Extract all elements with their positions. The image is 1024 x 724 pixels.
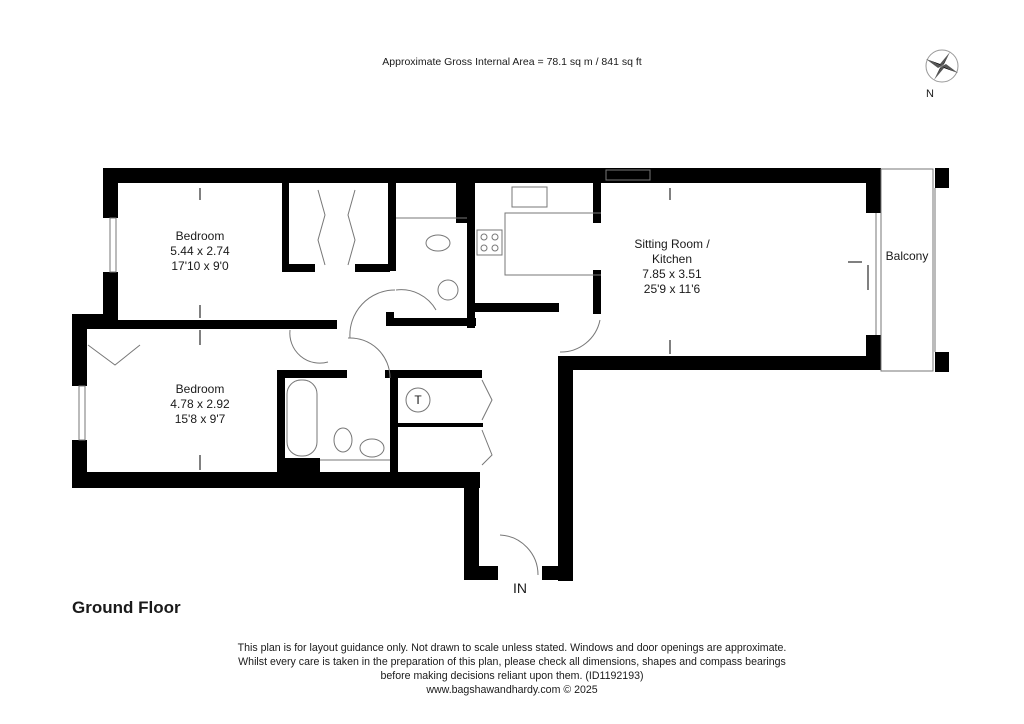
room-name-2: Kitchen [651,252,693,266]
room-metric: 7.85 x 3.51 [642,267,702,281]
room-label-bedroom-2: Bedroom 4.78 x 2.92 15'8 x 9'7 [150,382,250,427]
compass-north-label: N [926,88,934,100]
room-metric: 5.44 x 2.74 [170,244,230,258]
disclaimer-line-2: Whilst every care is taken in the prepar… [238,656,786,668]
dimension-arrows [199,188,869,470]
room-imperial: 15'8 x 9'7 [174,412,226,426]
floor-label: Ground Floor [72,598,181,617]
disclaimer-line-1: This plan is for layout guidance only. N… [237,642,787,654]
disclaimer-line-3: before making decisions reliant upon the… [380,670,644,682]
room-label-sitting-room: Sitting Room / Kitchen 7.85 x 3.51 25'9 … [612,237,732,297]
entrance-label: IN [513,580,527,596]
room-imperial: 25'9 x 11'6 [643,282,701,296]
room-label-bedroom-1: Bedroom 5.44 x 2.74 17'10 x 9'0 [150,229,250,274]
room-name: Bedroom [175,382,225,396]
cupboard-symbol: T [414,393,422,407]
compass-rose-icon [925,49,959,83]
walls [72,168,949,581]
room-label-balcony: Balcony [885,249,929,263]
room-metric: 4.78 x 2.92 [170,397,230,411]
room-imperial: 17'10 x 9'0 [171,259,229,273]
disclaimer: This plan is for layout guidance only. N… [0,641,1024,697]
gross-internal-area: Approximate Gross Internal Area = 78.1 s… [382,56,642,68]
room-name: Sitting Room / [634,237,710,251]
fixtures [78,168,936,576]
room-name: Bedroom [175,229,225,243]
copyright: www.bagshawandhardy.com © 2025 [426,684,598,696]
